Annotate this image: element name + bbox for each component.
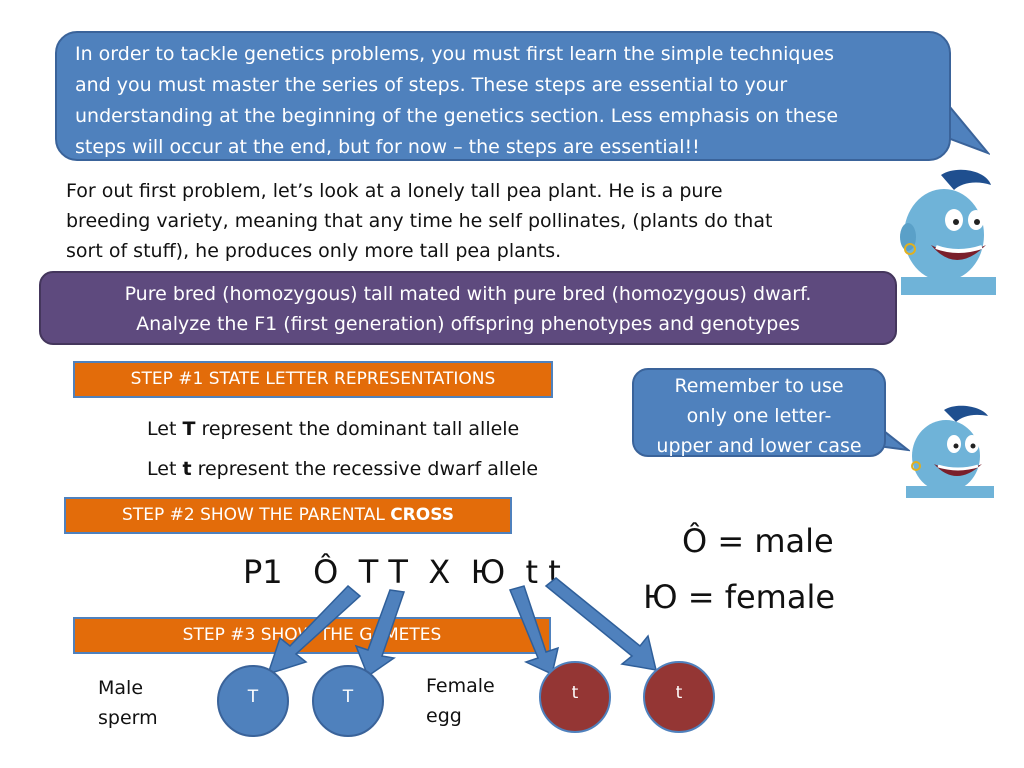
reminder-speech-bubble: Remember to use only one letter- upper a… — [632, 368, 886, 457]
dominant-allele-line: Let T represent the dominant tall allele — [147, 418, 519, 440]
problem-line-1: Pure bred (homozygous) tall mated with p… — [124, 283, 812, 305]
recessive-suffix: represent the recessive dwarf allele — [191, 458, 539, 480]
paragraph-line-3: sort of stuff), he produces only more ta… — [66, 240, 562, 262]
intro-line-3: understanding at the beginning of the ge… — [75, 105, 839, 127]
paragraph-line-1: For out first problem, let’s look at a l… — [66, 180, 723, 202]
problem-statement: Pure bred (homozygous) tall mated with p… — [39, 271, 897, 345]
intro-line-1: In order to tackle genetics problems, yo… — [75, 43, 835, 65]
male-label-line-1: Male — [98, 677, 144, 699]
male-gamete-2: T — [312, 665, 384, 737]
recessive-allele-line: Let t represent the recessive dwarf alle… — [147, 458, 538, 480]
dominant-suffix: represent the dominant tall allele — [195, 418, 520, 440]
parental-cross: P1 Ô T T X Ю t t — [243, 553, 561, 591]
male-sperm-label: Male sperm — [98, 673, 158, 733]
genie-character-icon — [906, 405, 994, 498]
recessive-letter: t — [182, 458, 192, 480]
reminder-line-2: only one letter- — [686, 405, 832, 427]
step-1-header: STEP #1 STATE LETTER REPRESENTATIONS — [73, 361, 553, 398]
genie-character-icon — [900, 169, 996, 295]
male-gamete-1: T — [217, 665, 289, 737]
female-symbol-legend: Ю = female — [643, 578, 836, 616]
paragraph-line-2: breeding variety, meaning that any time … — [66, 210, 773, 232]
problem-line-2: Analyze the F1 (first generation) offspr… — [136, 313, 800, 335]
intro-speech-bubble: In order to tackle genetics problems, yo… — [55, 31, 951, 161]
intro-paragraph: For out first problem, let’s look at a l… — [66, 176, 856, 266]
step-2-label: STEP #2 SHOW THE PARENTAL — [122, 505, 391, 525]
dominant-letter: T — [182, 418, 196, 440]
step-2-label-bold: CROSS — [390, 505, 454, 525]
intro-line-4: steps will occur at the end, but for now… — [75, 136, 700, 158]
arrow-icon — [544, 577, 657, 671]
dominant-prefix: Let — [147, 418, 183, 440]
step-3-header: STEP #3 SHOW THE GAMETES — [73, 617, 551, 654]
female-gamete-1: t — [539, 661, 611, 733]
speech-tail-icon — [940, 95, 990, 155]
reminder-line-1: Remember to use — [674, 375, 844, 397]
step-2-header: STEP #2 SHOW THE PARENTAL CROSS — [64, 497, 512, 534]
female-egg-label: Female egg — [426, 671, 495, 731]
female-label-line-1: Female — [426, 675, 495, 697]
reminder-line-3: upper and lower case — [656, 435, 862, 457]
female-label-line-2: egg — [426, 705, 462, 727]
male-label-line-2: sperm — [98, 707, 158, 729]
intro-line-2: and you must master the series of steps.… — [75, 74, 788, 96]
recessive-prefix: Let — [147, 458, 183, 480]
male-symbol-legend: Ô = male — [682, 522, 834, 560]
female-gamete-2: t — [643, 661, 715, 733]
